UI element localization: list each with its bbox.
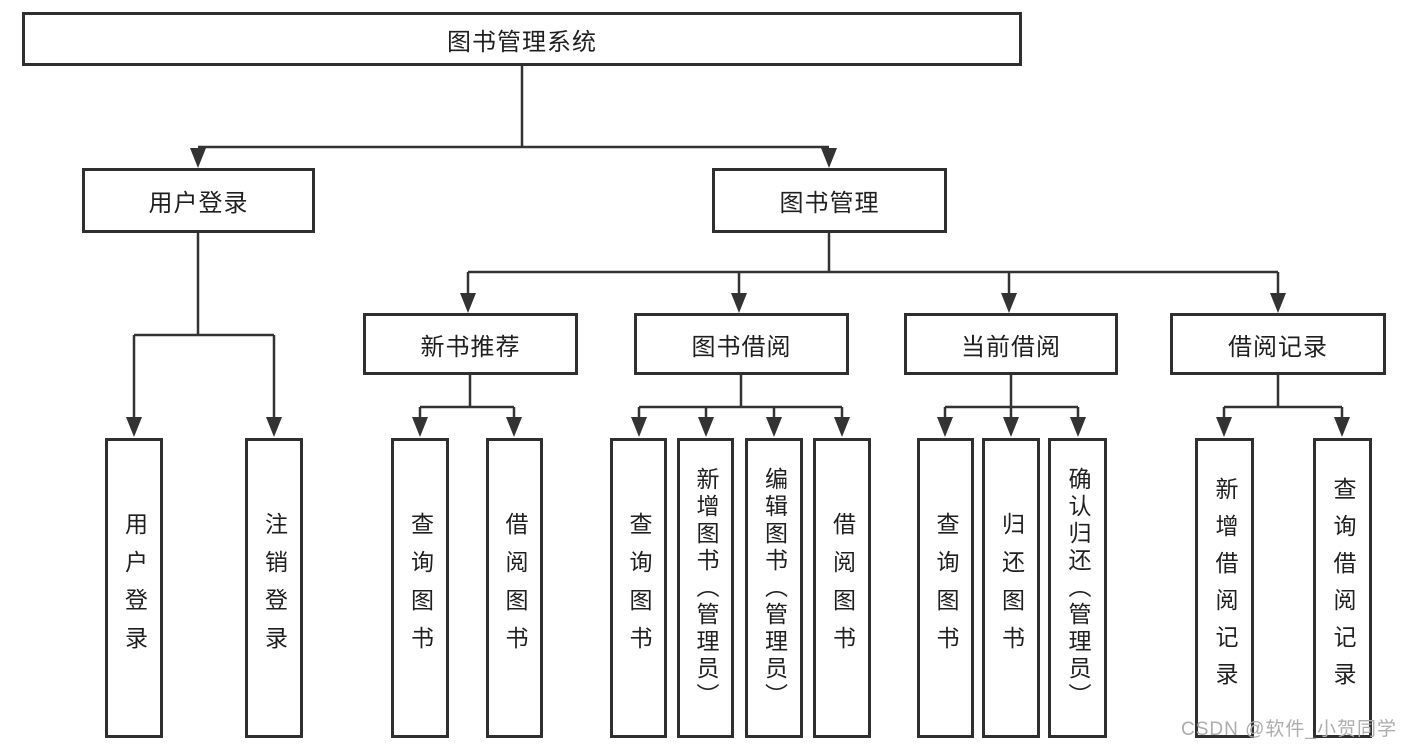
node-label: 图书借阅	[691, 333, 792, 361]
node-label: 用户登录	[148, 190, 249, 217]
leaf-label: 查询图书	[933, 512, 959, 664]
leaf-label: 借阅图书	[829, 512, 856, 664]
leaf-user-login: 用户登录	[105, 438, 163, 738]
node-label: 图书管理系统	[447, 28, 597, 56]
leaf-label: 借阅图书	[502, 512, 528, 664]
leaf-borrow-books-recommend: 借阅图书	[486, 438, 543, 738]
leaf-label: 新增图书（管理员）	[693, 466, 719, 710]
leaf-return-books: 归还图书	[982, 438, 1040, 738]
arrowhead-icons	[126, 148, 1350, 437]
csdn-watermark: CSDN @软件_小贺同学	[1181, 719, 1397, 740]
leaf-confirm-return-admin: 确认归还（管理员）	[1048, 438, 1107, 738]
node-borrow-records: 借阅记录	[1170, 313, 1386, 375]
leaf-label: 用户登录	[121, 512, 148, 664]
leaf-label: 注销登录	[261, 512, 288, 664]
node-label: 当前借阅	[961, 333, 1061, 361]
leaf-label: 查询图书	[407, 512, 434, 664]
node-label: 借阅记录	[1228, 333, 1328, 361]
leaf-label: 归还图书	[998, 512, 1025, 664]
leaf-edit-books-admin: 编辑图书（管理员）	[745, 438, 803, 738]
leaf-query-borrow-record: 查询借阅记录	[1313, 438, 1372, 738]
leaf-label: 新增借阅记录	[1212, 477, 1238, 699]
node-book-management-branch: 图书管理	[712, 168, 947, 233]
leaf-add-books-admin: 新增图书（管理员）	[677, 438, 734, 738]
leaf-add-borrow-record: 新增借阅记录	[1195, 438, 1254, 738]
leaf-label: 查询借阅记录	[1330, 477, 1356, 699]
node-label: 图书管理	[779, 190, 880, 217]
node-root-system: 图书管理系统	[22, 12, 1022, 66]
node-label: 新书推荐	[420, 333, 521, 361]
node-new-book-recommend: 新书推荐	[363, 313, 578, 375]
leaf-query-books-recommend: 查询图书	[391, 438, 449, 738]
leaf-label: 确认归还（管理员）	[1065, 466, 1091, 710]
leaf-label: 编辑图书（管理员）	[761, 466, 788, 710]
leaf-query-books-borrow: 查询图书	[610, 438, 667, 738]
node-book-borrow: 图书借阅	[634, 313, 849, 375]
leaf-query-books-current: 查询图书	[917, 438, 974, 738]
leaf-borrow-books: 借阅图书	[813, 438, 871, 738]
node-user-login-branch: 用户登录	[82, 168, 315, 233]
leaf-logout: 注销登录	[245, 438, 303, 738]
leaf-label: 查询图书	[626, 512, 652, 664]
node-current-borrow: 当前借阅	[904, 313, 1118, 375]
